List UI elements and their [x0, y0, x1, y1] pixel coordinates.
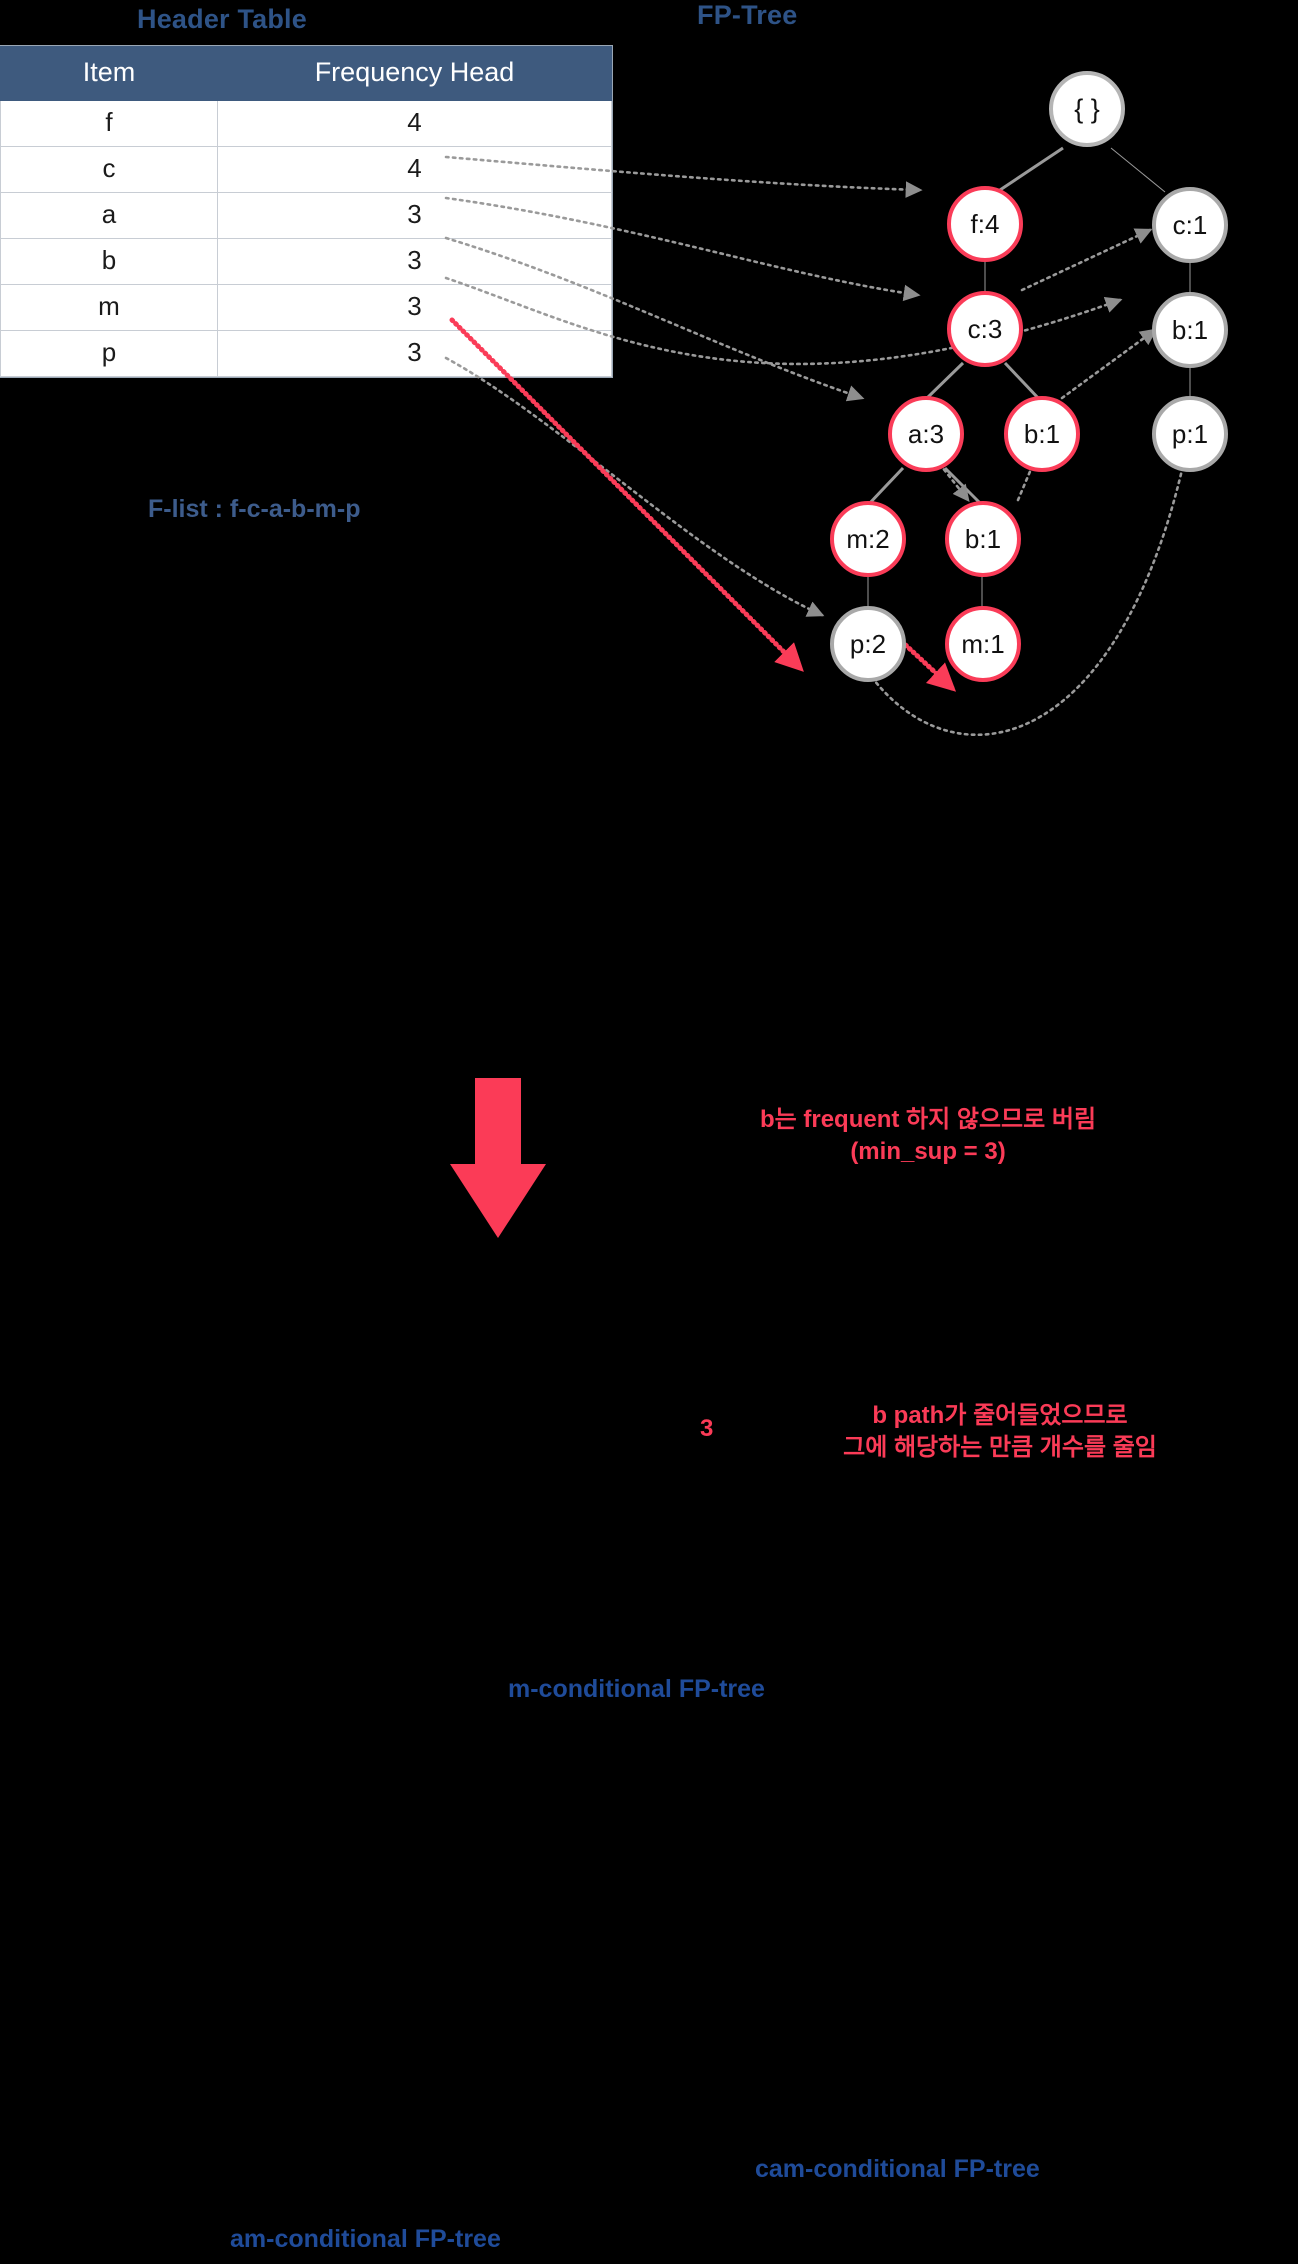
- tree-node-p1: p:1: [1152, 396, 1228, 472]
- table-header-row: Item Frequency Head: [0, 46, 612, 101]
- tree-node-c1: c:1: [1152, 187, 1228, 263]
- cell-frequency: 3: [217, 330, 612, 377]
- cell-item: b: [0, 238, 218, 285]
- tree-node-p2: p:2: [830, 606, 906, 682]
- table-row: p 3: [0, 330, 612, 377]
- table-row: c 4: [0, 146, 612, 193]
- prune-annotation: b는 frequent 하지 않으므로 버림 (min_sup = 3): [588, 1104, 1268, 1167]
- tree-node-c3: c:3: [947, 291, 1023, 367]
- count-annotation-line2: 그에 해당하는 만큼 개수를 줄임: [843, 1433, 1157, 1461]
- cell-frequency: 3: [217, 284, 612, 331]
- m-conditional-label: m-conditional FP-tree: [508, 1675, 765, 1703]
- table-row: a 3: [0, 192, 612, 239]
- tree-node-root: { }: [1049, 71, 1125, 147]
- header-table: Item Frequency Head f 4 c 4 a 3 b 3 m: [0, 46, 612, 377]
- header-table-title: Header Table: [137, 4, 307, 34]
- prune-annotation-line1: b는 frequent 하지 않으므로 버림: [759, 1106, 1097, 1133]
- cell-item: f: [0, 100, 218, 147]
- count-value: 3: [700, 1415, 714, 1442]
- cell-frequency: 4: [217, 100, 612, 147]
- tree-node-f4: f:4: [947, 186, 1023, 262]
- table-row: m 3: [0, 284, 612, 331]
- tree-node-b1-right: b:1: [1152, 292, 1228, 368]
- column-header-frequency: Frequency Head: [217, 46, 612, 101]
- fp-tree-edges: [444, 146, 1194, 736]
- tree-node-b1-mid: b:1: [1004, 396, 1080, 472]
- tree-node-a3: a:3: [888, 396, 964, 472]
- tree-node-m1: m:1: [945, 606, 1021, 682]
- down-arrow-icon: [450, 1078, 546, 1238]
- count-annotation-line1: b path가 줄어들었으므로: [872, 1402, 1128, 1429]
- node-link-group: [444, 155, 1123, 617]
- count-annotation: b path가 줄어들었으므로 그에 해당하는 만큼 개수를 줄임: [760, 1400, 1240, 1463]
- cell-frequency: 4: [217, 146, 612, 193]
- node-link-chain-group: [858, 228, 1194, 736]
- f-list-label: F-list : f-c-a-b-m-p: [148, 495, 361, 523]
- table-row: f 4: [0, 100, 612, 147]
- cell-item: c: [0, 146, 218, 193]
- prune-annotation-line2: (min_sup = 3): [850, 1137, 1006, 1165]
- tree-edge-group: [866, 146, 1191, 610]
- fp-tree-title: FP-Tree: [697, 0, 798, 30]
- tree-node-m2: m:2: [830, 501, 906, 577]
- cell-frequency: 3: [217, 238, 612, 285]
- cam-conditional-label: cam-conditional FP-tree: [755, 2155, 1040, 2183]
- cell-item: m: [0, 284, 218, 331]
- am-conditional-label: am-conditional FP-tree: [230, 2225, 501, 2253]
- table-row: b 3: [0, 238, 612, 285]
- tree-node-b1-lower: b:1: [945, 501, 1021, 577]
- m-node-link-group: [449, 317, 957, 692]
- cell-item: p: [0, 330, 218, 377]
- cell-frequency: 3: [217, 192, 612, 239]
